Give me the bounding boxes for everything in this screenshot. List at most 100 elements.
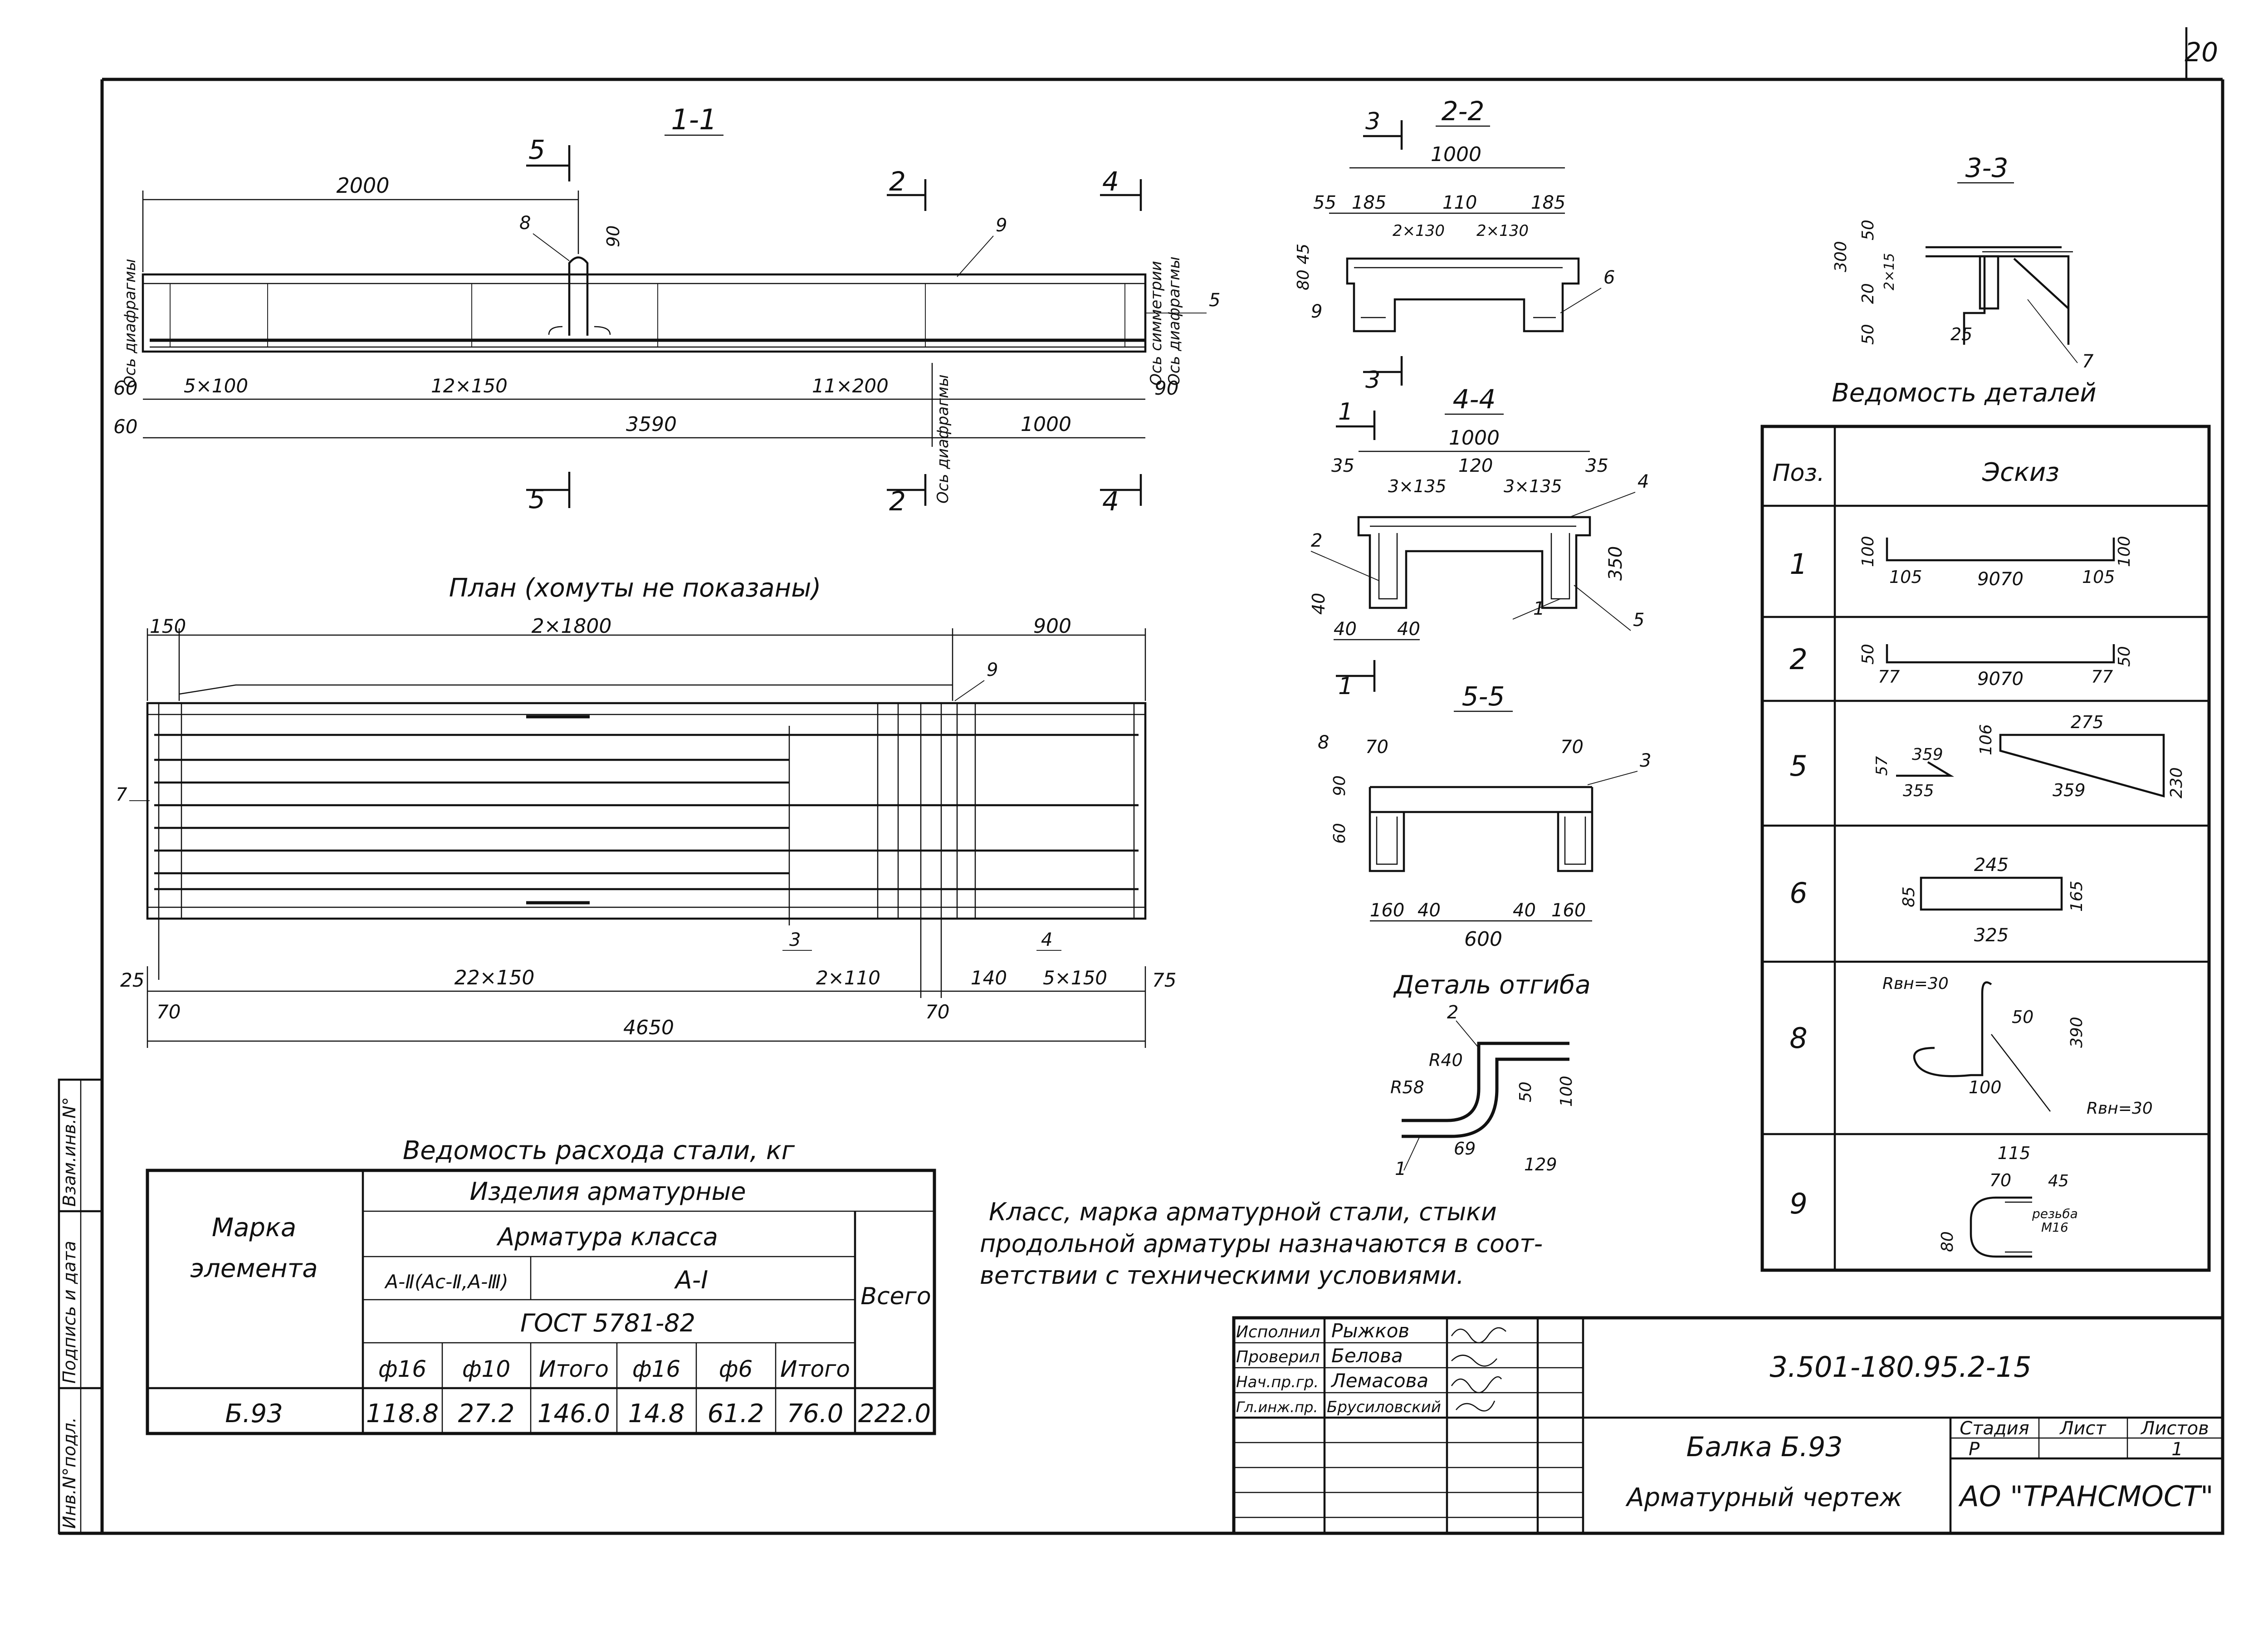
r2-e: 50 (2115, 646, 2134, 667)
details-pos-9: 9 (1789, 1187, 1807, 1220)
details-pos-8: 8 (1789, 1022, 1807, 1055)
tb-stage: Р (1969, 1439, 1980, 1460)
r6-a: 245 (1974, 855, 2009, 876)
details-table-title: Ведомость деталей (1832, 378, 2096, 408)
s33-dim-300: 300 (1832, 241, 1850, 272)
section-4-4-title: 4-4 (1453, 384, 1496, 415)
s33-dim-50b: 50 (1859, 324, 1877, 345)
r8-d: 100 (1969, 1077, 2002, 1097)
dim-60b: 60 (113, 416, 137, 438)
cut-1-top: 1 (1338, 398, 1353, 426)
steel-sub-1: ф16 (378, 1356, 426, 1382)
section-3-3-title: 3-3 (1965, 152, 2009, 183)
s44-pos-1: 1 (1533, 598, 1545, 619)
s44-dim-350: 350 (1605, 546, 1626, 581)
plan-dim-900: 900 (1033, 615, 1071, 638)
plan-dim-5x150: 5×150 (1043, 967, 1107, 989)
s22-pos-6: 6 (1603, 267, 1615, 288)
sheet-number: 20 (2185, 37, 2218, 68)
r8-c: 390 (2068, 1017, 2086, 1048)
bend-pos-2: 2 (1447, 1002, 1458, 1023)
s44-pos-2: 2 (1311, 530, 1322, 551)
r2-b: 77 (1878, 667, 1900, 687)
note-line-2: продольной арматуры назначаются в соот- (980, 1229, 1543, 1258)
steel-h-class: Арматура класса (496, 1223, 718, 1251)
plan-dim-70a: 70 (156, 1001, 181, 1023)
axis-diaphragm-mid: Ось диафрагмы (934, 374, 952, 504)
bend-dim-50: 50 (1516, 1081, 1535, 1102)
s33-pos-7: 7 (2082, 351, 2094, 372)
r5-f: 359 (2053, 780, 2086, 800)
r9-c: 45 (2048, 1172, 2069, 1190)
steel-h-a2: А-Ⅱ(Ас-Ⅱ,А-Ⅲ) (384, 1271, 508, 1293)
stamp-sign-date: Подпись и дата (59, 1241, 79, 1384)
tb-role-4: Гл.инж.пр. (1236, 1399, 1318, 1416)
axis-symmetry: Ось симметрии (1147, 261, 1165, 386)
section-3-3: 3-3 300 50 20 2×15 50 25 7 (1832, 152, 2094, 372)
r5-c: 355 (1903, 782, 1934, 800)
bend-r58: R58 (1390, 1077, 1424, 1097)
bend-r40: R40 (1429, 1050, 1463, 1070)
tb-role-1: Исполнил (1236, 1323, 1320, 1341)
tb-role-3: Нач.пр.гр. (1236, 1373, 1319, 1391)
s22-dim-2x130b: 2×130 (1476, 222, 1529, 240)
plan-bars (154, 715, 1139, 925)
plan-pos-9: 9 (987, 660, 998, 680)
s44-dim-35b: 35 (1585, 455, 1608, 476)
tb-org: АО "ТРАНСМОСТ" (1958, 1480, 2214, 1513)
bend-detail: Деталь отгиба 2 R40 R58 50 100 69 129 1 (1390, 970, 1591, 1179)
cut-3-top: 3 (1365, 108, 1380, 135)
plan-pos-3: 3 (789, 930, 801, 950)
r8-a: Rвн=30 (1882, 974, 1949, 993)
r6-b: 85 (1900, 886, 1918, 907)
cut-4-bottom: 4 (1102, 486, 1119, 517)
note-line-1: Класс, марка арматурной стали, стыки (989, 1198, 1497, 1226)
r6-c: 325 (1974, 925, 2009, 946)
tb-code: 3.501-180.95.2-15 (1769, 1350, 2031, 1384)
s33-dim-20: 20 (1859, 283, 1877, 304)
plan-dim-150: 150 (150, 615, 186, 637)
tb-name-2-line: Арматурный чертеж (1625, 1483, 1902, 1512)
section-2-2: 2-2 3 3 1000 55 185 110 185 2×130 2×130 … (1294, 96, 1615, 394)
s11-pos-5: 5 (1209, 290, 1220, 311)
steel-val-2: 27.2 (458, 1399, 515, 1429)
dim-5x100: 5×100 (184, 375, 248, 397)
steel-val-4: 14.8 (628, 1399, 685, 1429)
r8-e: Rвн=30 (2087, 1099, 2153, 1118)
s55-pos-3: 3 (1640, 750, 1651, 771)
tb-h-sheet: Лист (2059, 1418, 2107, 1439)
r1-b: 105 (1889, 567, 1922, 587)
s44-pos-5: 5 (1633, 610, 1644, 631)
r2-d: 77 (2091, 667, 2113, 687)
s55-dim-160a: 160 (1370, 900, 1404, 921)
s44-dim-40c: 40 (1397, 619, 1420, 640)
plan-view: План (хомуты не показаны) (116, 573, 1176, 1048)
plan-dim-2x1800: 2×1800 (532, 615, 612, 638)
s44-dim-40a: 40 (1309, 593, 1329, 615)
dim-12x150: 12×150 (431, 375, 508, 397)
s22-dim-55: 55 (1313, 192, 1336, 213)
s22-dim-80-45: 80 45 (1294, 244, 1313, 290)
details-pos-2: 2 (1789, 643, 1807, 676)
steel-val-1: 118.8 (366, 1399, 439, 1429)
steel-sub-3: Итого (539, 1356, 609, 1382)
steel-table-title: Ведомость расхода стали, кг (403, 1136, 795, 1165)
steel-row-mark: Б.93 (225, 1399, 283, 1429)
axis-diaphragm-left: Ось диафрагмы (121, 259, 139, 388)
bend-dim-69: 69 (1454, 1139, 1476, 1159)
s55-dim-40b: 40 (1513, 900, 1536, 921)
cut-4-top: 4 (1102, 166, 1119, 197)
steel-h-element: элемента (190, 1254, 318, 1283)
tb-role-2: Проверил (1236, 1348, 1320, 1366)
cut-1-bottom: 1 (1338, 673, 1353, 700)
s44-dim-35a: 35 (1331, 455, 1354, 476)
r9-a: 115 (1998, 1143, 2031, 1163)
r8-b: 50 (2012, 1007, 2033, 1027)
section-1-1: 1-1 2000 90 60 5×100 12×150 11×200 90 60… (113, 103, 1220, 517)
bend-title: Деталь отгиба (1393, 970, 1590, 1000)
plan-dim-4650: 4650 (623, 1016, 674, 1039)
steel-h-total: Всего (860, 1283, 931, 1310)
dim-90-top: 90 (603, 225, 623, 247)
steel-h-items: Изделия арматурные (470, 1177, 746, 1206)
